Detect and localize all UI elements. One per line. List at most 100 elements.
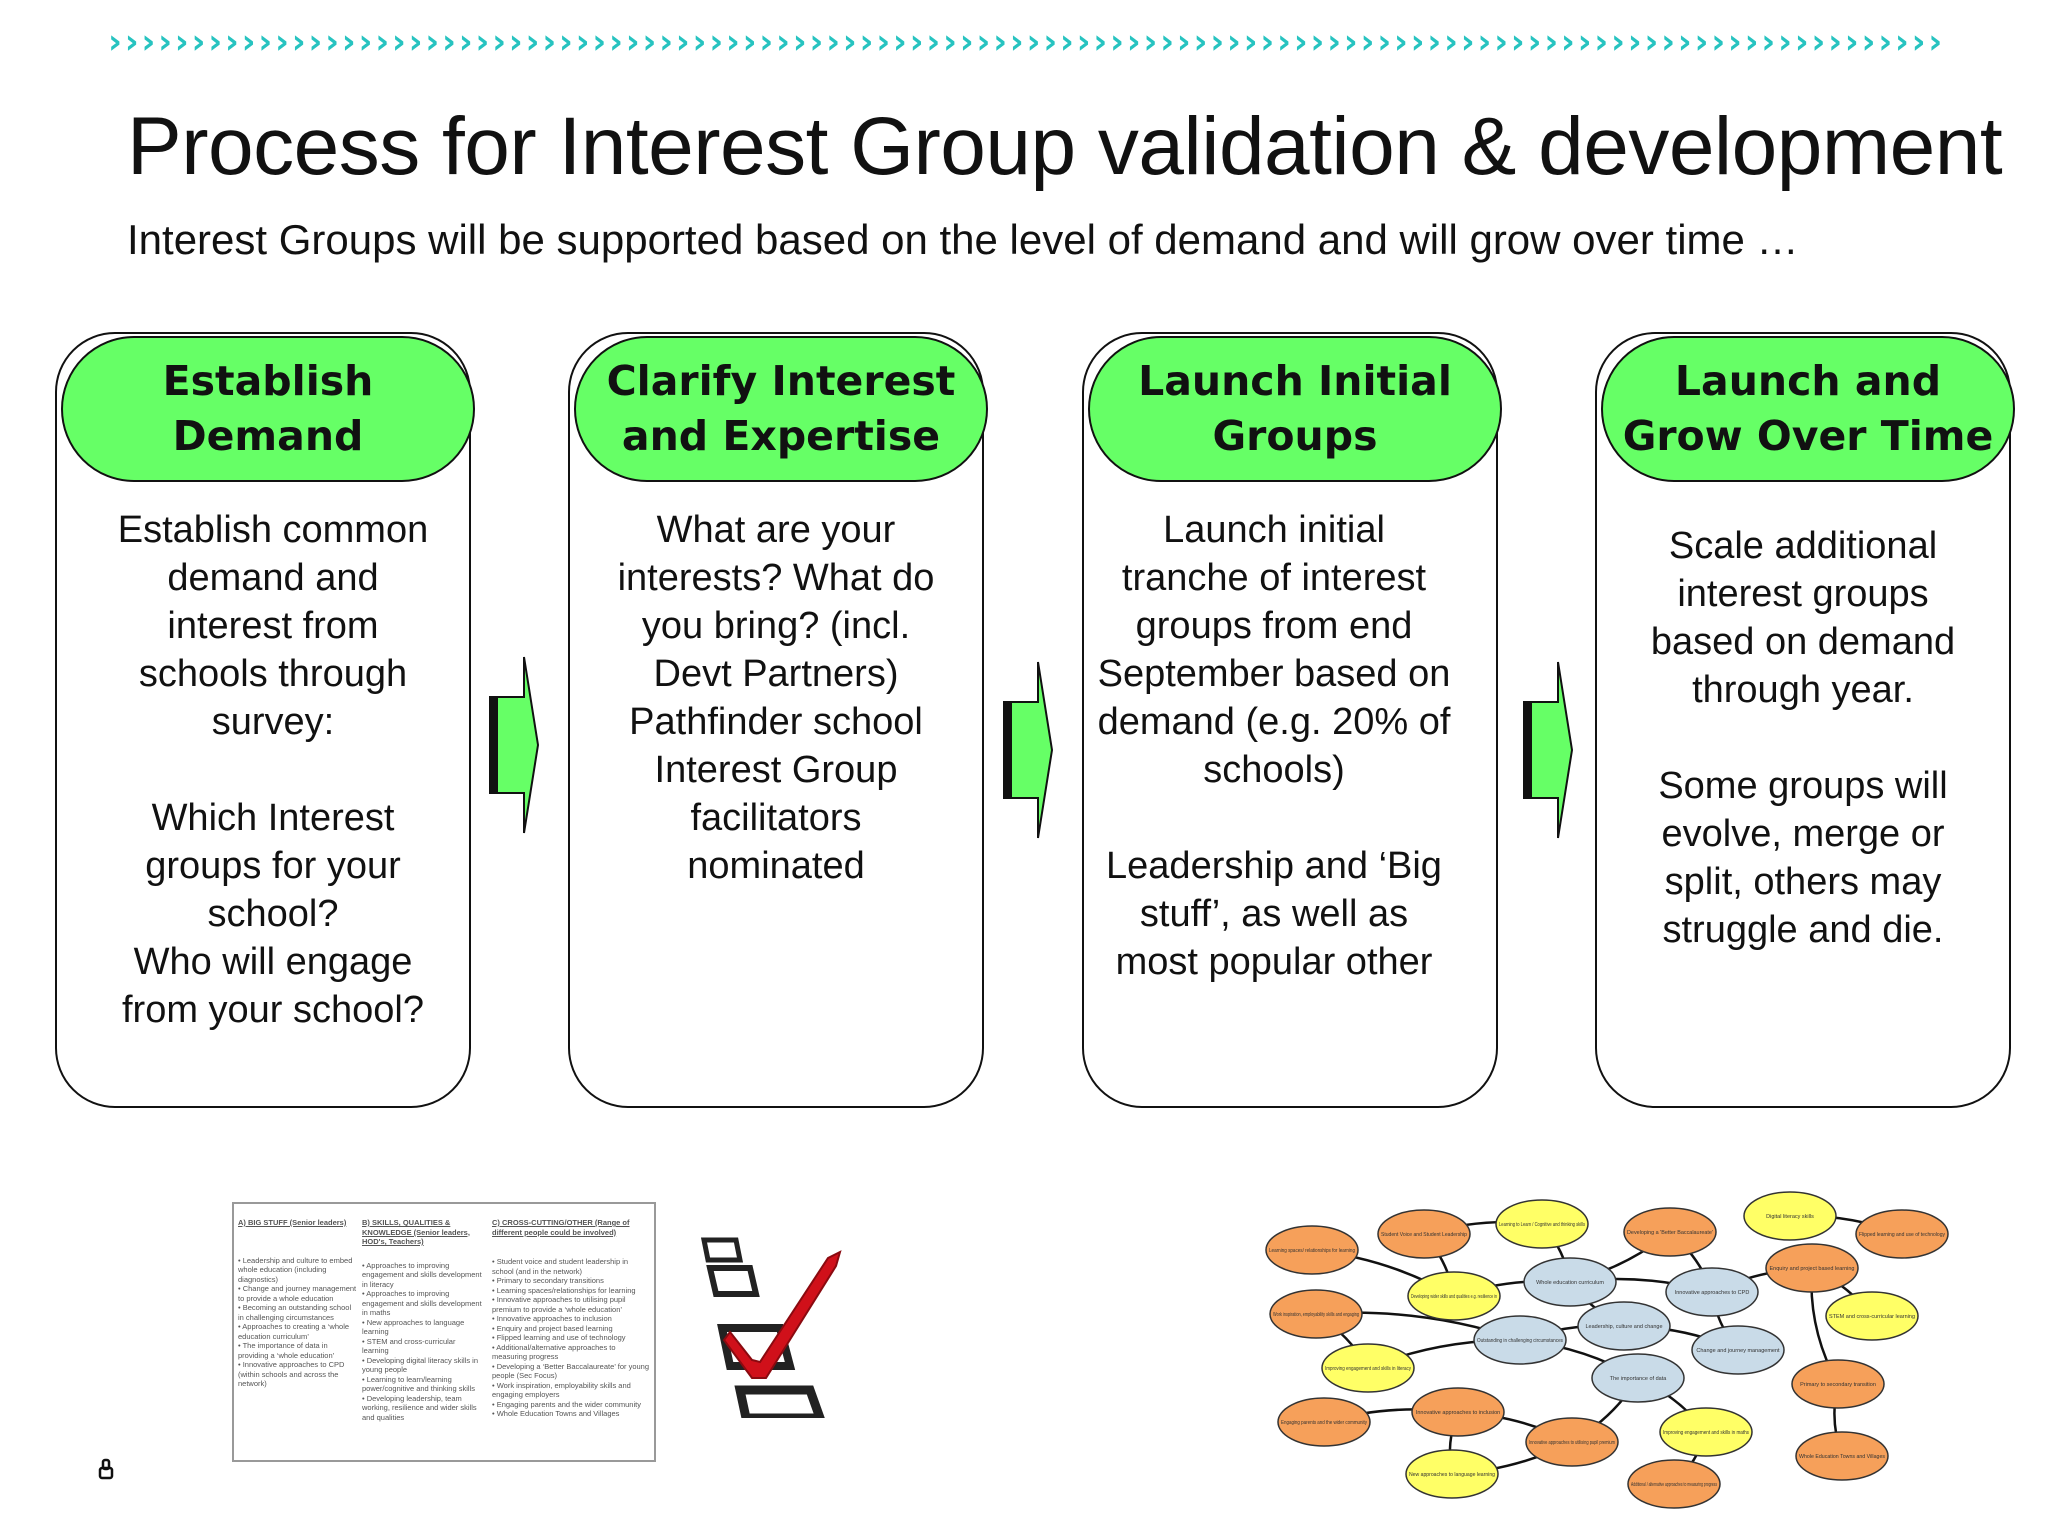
table-column-body: • Leadership and culture to embed whole … — [238, 1255, 357, 1389]
mindmap-node-shape — [1473, 1315, 1567, 1365]
mindmap-node-shape — [1495, 1199, 1589, 1249]
chevron-icon: › — [1928, 22, 1943, 56]
mindmap-node-shape — [1743, 1191, 1837, 1241]
mindmap-node-label: Additional / alternative approaches to m… — [1631, 1482, 1717, 1488]
chevron-icon: › — [442, 22, 457, 56]
mindmap-node-label: Enquiry and project based learning — [1769, 1266, 1854, 1272]
mindmap-node-shape — [1765, 1243, 1859, 1293]
mindmap-node-label: Learning to Learn / Cognitive and thinki… — [1499, 1222, 1585, 1228]
chevron-icon: › — [1176, 22, 1191, 56]
chevron-icon: › — [508, 22, 523, 56]
chevron-icon: › — [1410, 22, 1425, 56]
chevron-icon: › — [1126, 22, 1141, 56]
stage-description: Establish common demand and interest fro… — [117, 509, 429, 1031]
chevron-icon: › — [1110, 22, 1125, 56]
mindmap-node-label: Outstanding in challenging circumstances — [1477, 1338, 1563, 1344]
chevron-icon: › — [525, 22, 540, 56]
chevron-icon: › — [1026, 22, 1041, 56]
mindmap-node-label: Work inspiration, employability skills a… — [1273, 1312, 1359, 1318]
chevron-icon: › — [1009, 22, 1024, 56]
chevron-icon: › — [1828, 22, 1843, 56]
chevron-icon: › — [809, 22, 824, 56]
chevron-icon: › — [208, 22, 223, 56]
right-arrow-icon — [1523, 661, 1574, 839]
mindmap-node: Work inspiration, employability skills a… — [1269, 1289, 1363, 1339]
chevron-icon: › — [325, 22, 340, 56]
chevron-icon: › — [475, 22, 490, 56]
chevron-icon: › — [1160, 22, 1175, 56]
interest-groups-mindmap: Learning spaces/ relationships for learn… — [1265, 1191, 1949, 1509]
chevron-icon: › — [876, 22, 891, 56]
stage-clarify-interest: Clarify Interest and Expertise What are … — [568, 332, 988, 1108]
chevron-icon: › — [776, 22, 791, 56]
chevron-icon: › — [1861, 22, 1876, 56]
mindmap-node-shape — [1269, 1289, 1363, 1339]
chevron-icon: › — [1143, 22, 1158, 56]
table-column-header: C) CROSS-CUTTING/OTHER (Range of differe… — [492, 1218, 630, 1237]
chevron-icon: › — [1293, 22, 1308, 56]
chevron-icon: › — [976, 22, 991, 56]
table-column: A) BIG STUFF (Senior leaders) • Leadersh… — [238, 1218, 358, 1389]
mindmap-node-label: Improving engagement and skills in liter… — [1325, 1366, 1411, 1372]
chevron-icon: › — [174, 22, 189, 56]
chevron-icon: › — [425, 22, 440, 56]
chevron-icon: › — [408, 22, 423, 56]
mindmap-node-shape — [1691, 1325, 1785, 1375]
interest-groups-table-thumbnail: A) BIG STUFF (Senior leaders) • Leadersh… — [232, 1202, 656, 1462]
chevron-icon: › — [1694, 22, 1709, 56]
chevron-icon: › — [158, 22, 173, 56]
chevron-icon: › — [1544, 22, 1559, 56]
mindmap-node-shape — [1321, 1343, 1415, 1393]
mindmap-node-shape — [1407, 1271, 1501, 1321]
chevron-icon: › — [1460, 22, 1475, 56]
chevron-icon: › — [1577, 22, 1592, 56]
decorative-chevron-border: ››››››››››››››››››››››››››››››››››››››››… — [108, 22, 1944, 56]
chevron-icon: › — [1260, 22, 1275, 56]
chevron-icon: › — [1510, 22, 1525, 56]
chevron-icon: › — [1477, 22, 1492, 56]
checklist-icon — [700, 1237, 842, 1418]
chevron-icon: › — [241, 22, 256, 56]
stage-header: Launch Initial Groups — [1088, 336, 1502, 482]
right-arrow-icon — [489, 656, 540, 834]
chevron-icon: › — [1627, 22, 1642, 56]
mindmap-node: The importance of data — [1591, 1353, 1685, 1403]
mindmap-node: Primary to secondary transition — [1791, 1359, 1885, 1409]
chevron-icon: › — [1911, 22, 1926, 56]
chevron-icon: › — [191, 22, 206, 56]
mindmap-node: Student Voice and Student Leadership — [1377, 1209, 1471, 1259]
mindmap-node: Change and journey management — [1691, 1325, 1785, 1375]
chevron-icon: › — [1377, 22, 1392, 56]
mindmap-node-label: STEM and cross-curricular learning — [1829, 1314, 1915, 1320]
chevron-icon: › — [308, 22, 323, 56]
mindmap-node-shape — [1411, 1387, 1505, 1437]
chevron-icon: › — [1444, 22, 1459, 56]
mindmap-node: STEM and cross-curricular learning — [1825, 1291, 1919, 1341]
chevron-icon: › — [1761, 22, 1776, 56]
chevron-icon: › — [1711, 22, 1726, 56]
chevron-icon: › — [642, 22, 657, 56]
chevron-icon: › — [575, 22, 590, 56]
mindmap-node: Developing a 'Better Baccalaureate' — [1623, 1207, 1717, 1257]
mindmap-node-label: Leadership, culture and change — [1585, 1324, 1662, 1330]
stage-header: Establish Demand — [61, 336, 475, 482]
mindmap-node-label: Improving engagement and skills in maths — [1663, 1430, 1749, 1436]
stage-header: Launch and Grow Over Time — [1601, 336, 2015, 482]
table-column: C) CROSS-CUTTING/OTHER (Range of differe… — [492, 1218, 650, 1419]
mindmap-node-shape — [1591, 1353, 1685, 1403]
mindmap-node-shape — [1825, 1291, 1919, 1341]
chevron-icon: › — [492, 22, 507, 56]
chevron-icon: › — [675, 22, 690, 56]
mindmap-node-label: Change and journey management — [1696, 1348, 1780, 1354]
chevron-icon: › — [1277, 22, 1292, 56]
stage-launch-initial-groups: Launch Initial Groups Launch initial tra… — [1082, 332, 1502, 1108]
chevron-icon: › — [1594, 22, 1609, 56]
chevron-icon: › — [592, 22, 607, 56]
mindmap-node-label: Primary to secondary transition — [1800, 1382, 1876, 1388]
chevron-icon: › — [792, 22, 807, 56]
chevron-icon: › — [1677, 22, 1692, 56]
chevron-icon: › — [1844, 22, 1859, 56]
chevron-icon: › — [1243, 22, 1258, 56]
chevron-icon: › — [1343, 22, 1358, 56]
chevron-icon: › — [391, 22, 406, 56]
